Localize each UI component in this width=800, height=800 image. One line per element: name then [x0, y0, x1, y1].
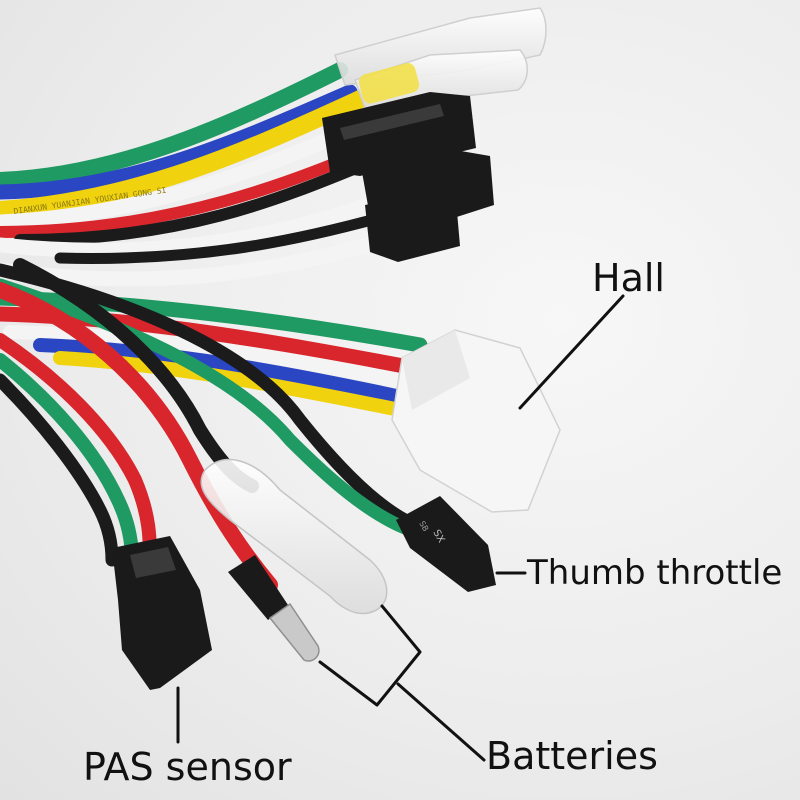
clear-bullet-sleeve	[200, 459, 388, 615]
pas-black-wire	[0, 373, 119, 567]
batteries-label: Batteries	[486, 734, 658, 778]
upper-black-wire-2	[54, 209, 396, 264]
pas-connector	[112, 536, 212, 690]
pas-sensor-label: PAS sensor	[83, 745, 292, 789]
upper-yellow-wire	[0, 81, 389, 219]
hall-label: Hall	[592, 256, 665, 300]
batteries-bracket-line	[318, 604, 422, 707]
upper-wire-bundle	[0, 62, 408, 287]
upper-white-wire-3	[0, 230, 398, 287]
battery-red-wire	[0, 282, 278, 593]
batteries-leader-line	[396, 682, 486, 762]
black-bullet-boot	[228, 555, 288, 620]
pas-red-wire	[0, 333, 157, 567]
thumb-throttle-label: Thumb throttle	[527, 553, 783, 593]
lower-wire-bundle	[0, 258, 433, 593]
throttle-black-wire	[0, 263, 422, 532]
upper-white-wire-2	[0, 192, 388, 258]
hall-leader-line	[518, 294, 625, 410]
throttle-connector: SX SB	[396, 496, 496, 592]
throttle-connector-body	[396, 496, 496, 592]
hall-connector	[391, 329, 561, 513]
upper-green-wire	[0, 62, 348, 188]
pas-connector-latch	[130, 547, 176, 578]
yellow-sleeve	[358, 63, 420, 104]
metal-bullet-pin	[268, 602, 320, 662]
battery-connectors	[200, 459, 388, 662]
upper-connectors	[322, 7, 547, 262]
leader-lines	[176, 294, 625, 762]
black-connector-3	[365, 190, 460, 262]
upper-blue-wire	[0, 84, 358, 200]
black-connector-1-shade	[340, 104, 444, 140]
hall-connector-face	[402, 330, 470, 410]
pas-green-wire	[0, 353, 139, 567]
